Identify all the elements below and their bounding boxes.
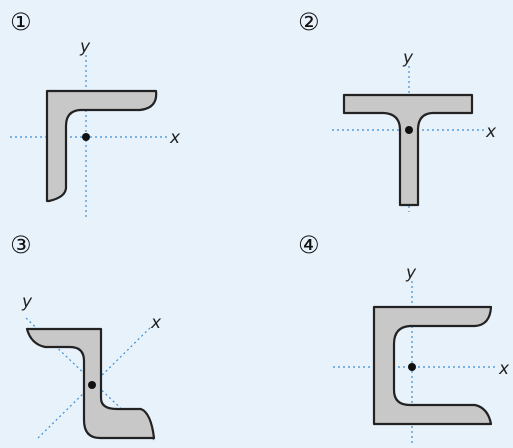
diagram-2-tee-section [342, 93, 474, 207]
diagram-4-number: ④ [298, 231, 320, 259]
diagram-3-y-label: y [21, 292, 33, 312]
diagram-1: ① x y [10, 8, 181, 218]
diagram-2-centroid [405, 126, 413, 134]
diagram-4: ④ x y [298, 231, 510, 446]
diagram-1-y-label: y [79, 37, 91, 57]
diagram-4-x-label: x [498, 359, 510, 379]
diagram-2-y-label: y [402, 48, 414, 68]
diagram-3-x-label: x [150, 313, 162, 333]
diagram-1-centroid [82, 133, 90, 141]
diagram-3-number: ③ [10, 231, 32, 259]
diagram-4-y-label: y [405, 263, 417, 283]
diagram-1-number: ① [10, 8, 32, 36]
diagram-2: ② x y [298, 8, 497, 212]
diagram-1-angle-section [45, 89, 158, 203]
diagram-2-number: ② [298, 8, 320, 36]
diagram-4-centroid [408, 363, 416, 371]
diagram-3-centroid [88, 381, 96, 389]
diagram-2-x-label: x [485, 122, 497, 142]
diagram-1-x-label: x [169, 128, 181, 148]
diagram-3: ③ x y [10, 231, 162, 441]
diagram-4-channel-section [372, 305, 493, 426]
diagram-3-x-axis [37, 325, 153, 439]
